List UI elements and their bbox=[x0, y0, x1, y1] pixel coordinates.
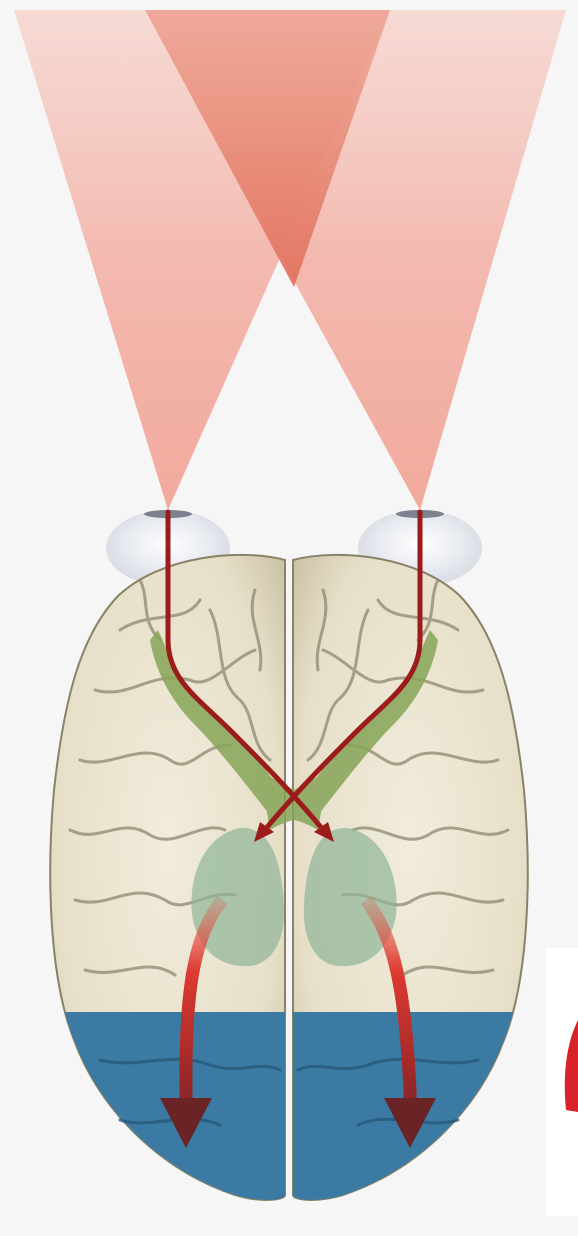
visual-fields bbox=[14, 10, 566, 510]
adjacent-panel-edge bbox=[546, 948, 578, 1216]
left-visual-cortex bbox=[40, 1012, 290, 1212]
brain bbox=[40, 555, 540, 1212]
